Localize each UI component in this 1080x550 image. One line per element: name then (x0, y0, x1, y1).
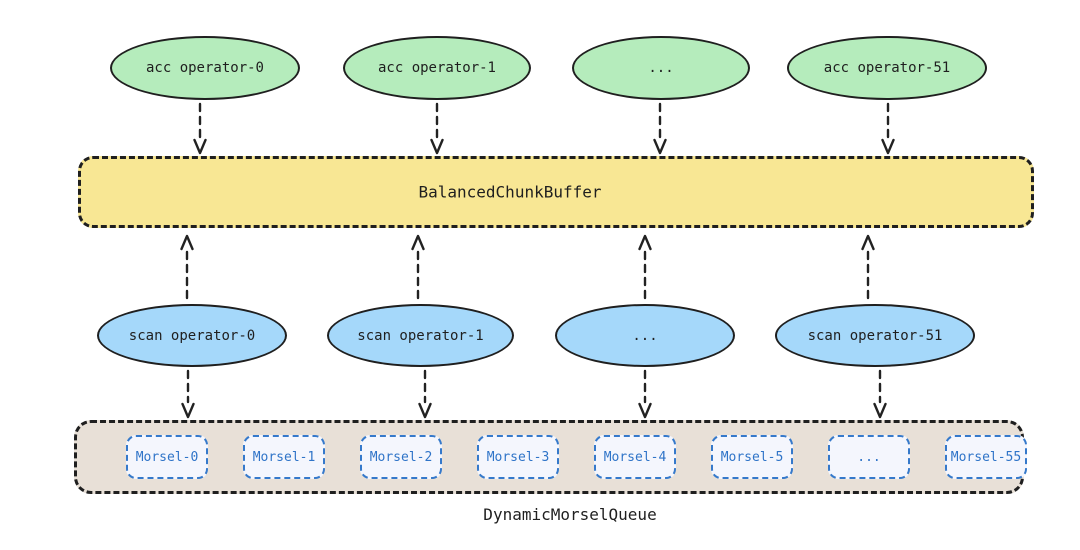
morsel-0-box: Morsel-0 (126, 435, 208, 479)
arrow-scan1-to-queue (418, 369, 432, 419)
scan-operator-ellipsis-node: ... (555, 304, 735, 367)
arrow-scan1-to-buffer (411, 234, 425, 300)
scan-operator-51-node: scan operator-51 (775, 304, 975, 367)
balanced-chunk-buffer-label: BalancedChunkBuffer (418, 182, 602, 202)
acc-operator-0-node: acc operator-0 (110, 36, 300, 100)
arrow-acc0-to-buffer (193, 102, 207, 155)
morsel-55-box: Morsel-55 (945, 435, 1027, 479)
arrow-acc1-to-buffer (430, 102, 444, 155)
arrow-scan51-to-queue (873, 369, 887, 419)
morsel-2-box: Morsel-2 (360, 435, 442, 479)
morsel-3-box: Morsel-3 (477, 435, 559, 479)
acc-operator-51-node: acc operator-51 (787, 36, 987, 100)
morsel-4-box: Morsel-4 (594, 435, 676, 479)
arrow-scan-ellipsis-to-queue (638, 369, 652, 419)
arrow-scan0-to-buffer (180, 234, 194, 300)
balanced-chunk-buffer-box: BalancedChunkBuffer (78, 156, 1034, 228)
scan-operator-1-node: scan operator-1 (327, 304, 514, 367)
dynamic-morsel-queue-box: Morsel-0 Morsel-1 Morsel-2 Morsel-3 Mors… (74, 420, 1027, 494)
acc-operator-1-node: acc operator-1 (343, 36, 531, 100)
arrow-acc51-to-buffer (881, 102, 895, 155)
morsel-1-box: Morsel-1 (243, 435, 325, 479)
scan-operator-0-node: scan operator-0 (97, 304, 287, 367)
morsel-5-box: Morsel-5 (711, 435, 793, 479)
acc-operator-ellipsis-node: ... (572, 36, 750, 100)
arrow-scan0-to-queue (181, 369, 195, 419)
arrow-acc-ellipsis-to-buffer (653, 102, 667, 155)
arrow-scan51-to-buffer (861, 234, 875, 300)
morsel-ellipsis-box: ... (828, 435, 910, 479)
dynamic-morsel-queue-label: DynamicMorselQueue (483, 505, 657, 524)
arrow-scan-ellipsis-to-buffer (638, 234, 652, 300)
